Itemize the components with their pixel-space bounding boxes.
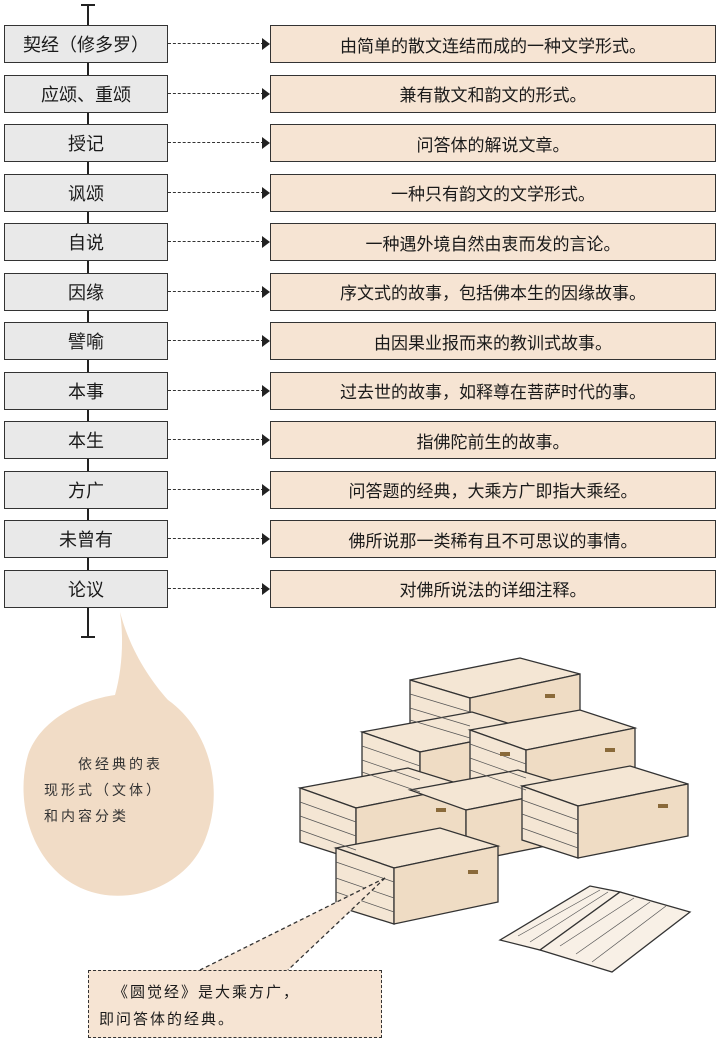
description-box: 指佛陀前生的故事。 [270,421,716,459]
classification-row: 本生 指佛陀前生的故事。 [0,421,720,459]
description-box: 兼有散文和韵文的形式。 [270,74,716,113]
description-box: 序文式的故事，包括佛本生的因缘故事。 [270,272,716,311]
term-box: 因缘 [4,272,168,311]
classification-row: 自说 一种遇外境自然由衷而发的言论。 [0,223,720,261]
dashed-connector [168,340,264,341]
dashed-connector [168,142,264,143]
spine-top-cap [81,4,95,6]
description-box: 对佛所说法的详细注释。 [270,569,716,608]
description-box: 佛所说那一类稀有且不可思议的事情。 [270,520,716,558]
classification-row: 讽颂 一种只有韵文的文学形式。 [0,173,720,212]
term-box: 譬喻 [4,322,168,360]
dashed-connector [168,43,264,44]
term-box: 论议 [4,569,168,608]
description-box: 一种遇外境自然由衷而发的言论。 [270,223,716,261]
bubble-text: 依经典的表 现形式（文体） 和内容分类 [44,752,194,830]
dashed-connector [168,92,264,94]
note-line-2: 即问答体的经典。 [99,1010,236,1028]
note-box: 《圆觉经》是大乘方广， 即问答体的经典。 [88,970,382,1038]
classification-row: 未曾有 佛所说那一类稀有且不可思议的事情。 [0,520,720,558]
term-box: 应颂、重颂 [4,74,168,113]
dashed-connector [168,241,264,242]
classification-row: 因缘 序文式的故事，包括佛本生的因缘故事。 [0,272,720,311]
term-box: 自说 [4,223,168,261]
term-box: 未曾有 [4,520,168,558]
bubble-line-1: 依经典的表 [78,757,163,773]
arrow-right-icon [262,434,270,446]
description-box: 由简单的散文连结而成的一种文学形式。 [270,25,716,63]
arrow-right-icon [262,38,270,50]
description-box: 过去世的故事，如释尊在菩萨时代的事。 [270,371,716,410]
dashed-connector [168,538,264,539]
bubble-line-3: 和内容分类 [44,809,129,825]
arrow-right-icon [262,483,270,496]
dashed-connector [168,290,264,292]
spine-bottom-cap [81,636,95,638]
dashed-connector [168,488,264,490]
classification-row: 本事 过去世的故事，如释尊在菩萨时代的事。 [0,371,720,410]
description-box: 问答题的经典，大乘方广即指大乘经。 [270,470,716,509]
term-box: 本生 [4,421,168,459]
term-box: 方广 [4,470,168,509]
classification-row: 论议 对佛所说法的详细注释。 [0,569,720,608]
term-box: 契经（修多罗） [4,25,168,63]
dashed-connector [168,191,264,193]
description-box: 一种只有韵文的文学形式。 [270,173,716,212]
dashed-connector [168,587,264,589]
arrow-right-icon [262,87,270,100]
classification-row: 应颂、重颂 兼有散文和韵文的形式。 [0,74,720,113]
sutra-boxes-illustration [297,657,692,973]
dashed-connector [168,389,264,391]
arrow-right-icon [262,285,270,298]
arrow-right-icon [262,582,270,595]
arrow-right-icon [262,236,270,248]
classification-row: 授记 问答体的解说文章。 [0,124,720,162]
note-line-1: 《圆觉经》是大乘方广， [113,983,301,1001]
arrow-right-icon [262,335,270,347]
dashed-connector [168,439,264,440]
classification-row: 契经（修多罗） 由简单的散文连结而成的一种文学形式。 [0,25,720,63]
bubble-line-2: 现形式（文体） [44,783,163,799]
arrow-right-icon [262,137,270,149]
arrow-right-icon [262,533,270,545]
tree-spine [87,4,89,636]
description-box: 问答体的解说文章。 [270,124,716,162]
term-box: 本事 [4,371,168,410]
term-box: 讽颂 [4,173,168,212]
classification-row: 方广 问答题的经典，大乘方广即指大乘经。 [0,470,720,509]
term-box: 授记 [4,124,168,162]
arrow-right-icon [262,384,270,397]
arrow-right-icon [262,186,270,199]
classification-row: 譬喻 由因果业报而来的教训式故事。 [0,322,720,360]
description-box: 由因果业报而来的教训式故事。 [270,322,716,360]
